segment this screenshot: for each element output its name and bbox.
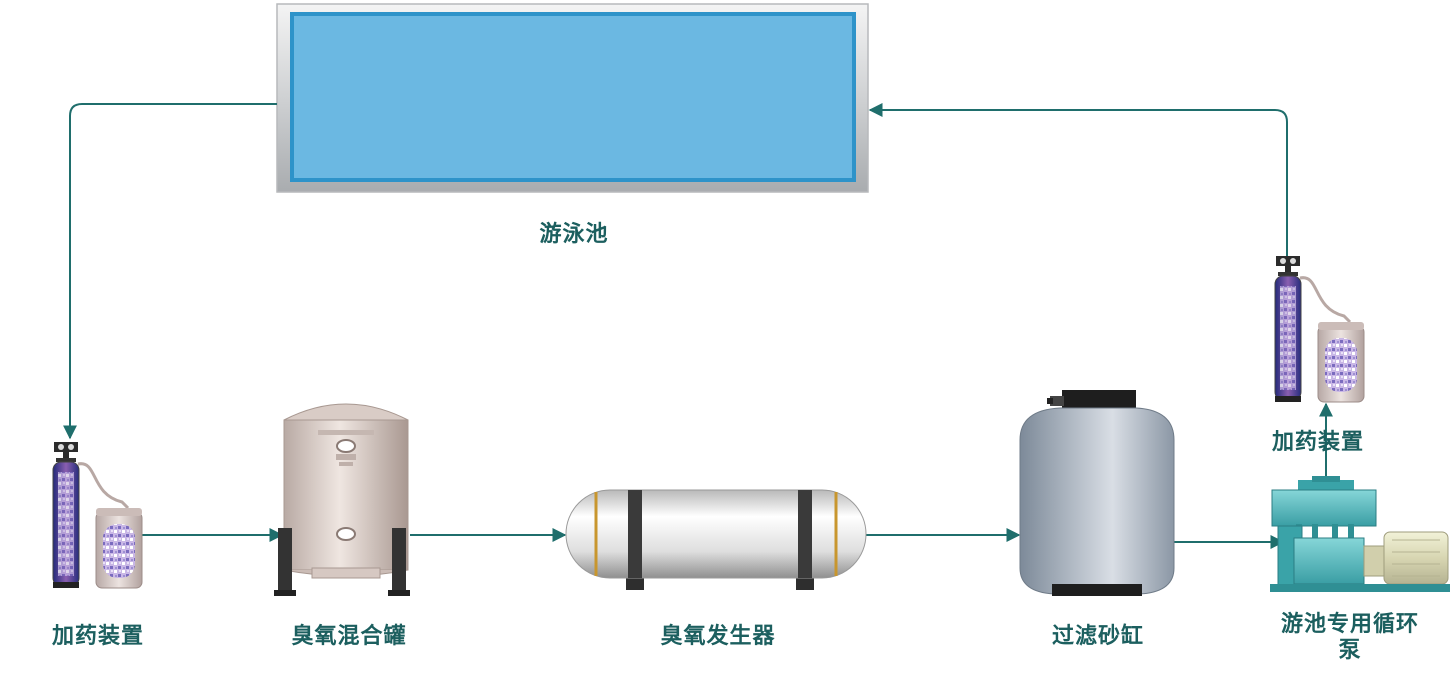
circulation-pump-label-line2: 泵 — [1338, 637, 1362, 663]
circulation-pump — [1270, 476, 1450, 592]
ozone-generator-label: 臭氧发生器 — [660, 623, 776, 649]
dosing-unit-left — [51, 440, 144, 590]
ozone-mixing-tank-label: 臭氧混合罐 — [291, 623, 407, 649]
swimming-pool — [276, 3, 869, 193]
ozone-mixing-tank — [274, 403, 410, 596]
circulation-pump-label-line1: 游池专用循环 — [1280, 611, 1419, 637]
ozone-generator — [565, 489, 867, 590]
sand-filter-label: 过滤砂缸 — [1051, 623, 1144, 649]
pipes — [63, 103, 1333, 549]
pool-label: 游泳池 — [539, 221, 609, 247]
sand-filter — [1019, 390, 1175, 596]
pipe-pool-to-dosing-left — [63, 103, 277, 440]
dosing-unit-right — [1273, 254, 1366, 404]
pipe-dosing-right-to-pool — [868, 103, 1288, 256]
dosing-right-label: 加药装置 — [1271, 429, 1364, 455]
dosing-left-label: 加药装置 — [51, 623, 144, 649]
